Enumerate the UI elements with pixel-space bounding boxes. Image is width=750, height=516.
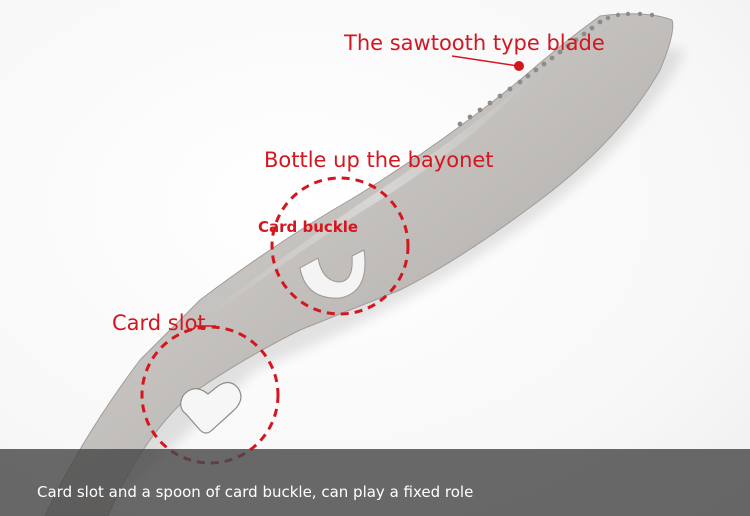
blade-leader-line <box>451 55 519 67</box>
slot-annotation: Card slot <box>112 311 206 335</box>
card-slot-keyhole <box>180 381 242 434</box>
caption-text: Card slot and a spoon of card buckle, ca… <box>37 483 474 501</box>
knife-sheen <box>200 70 540 320</box>
blade-leader-dot <box>514 61 524 71</box>
caption-bar: Card slot and a spoon of card buckle, ca… <box>0 449 750 516</box>
slot-callout-circle <box>140 325 280 465</box>
serrated-edge <box>457 11 655 127</box>
blade-annotation: The sawtooth type blade <box>344 31 605 55</box>
bottle-opener-notch <box>299 249 366 299</box>
bayonet-callout-circle <box>270 176 410 316</box>
bayonet-annotation: Bottle up the bayonet <box>264 148 494 172</box>
buckle-annotation: Card buckle <box>258 218 359 236</box>
